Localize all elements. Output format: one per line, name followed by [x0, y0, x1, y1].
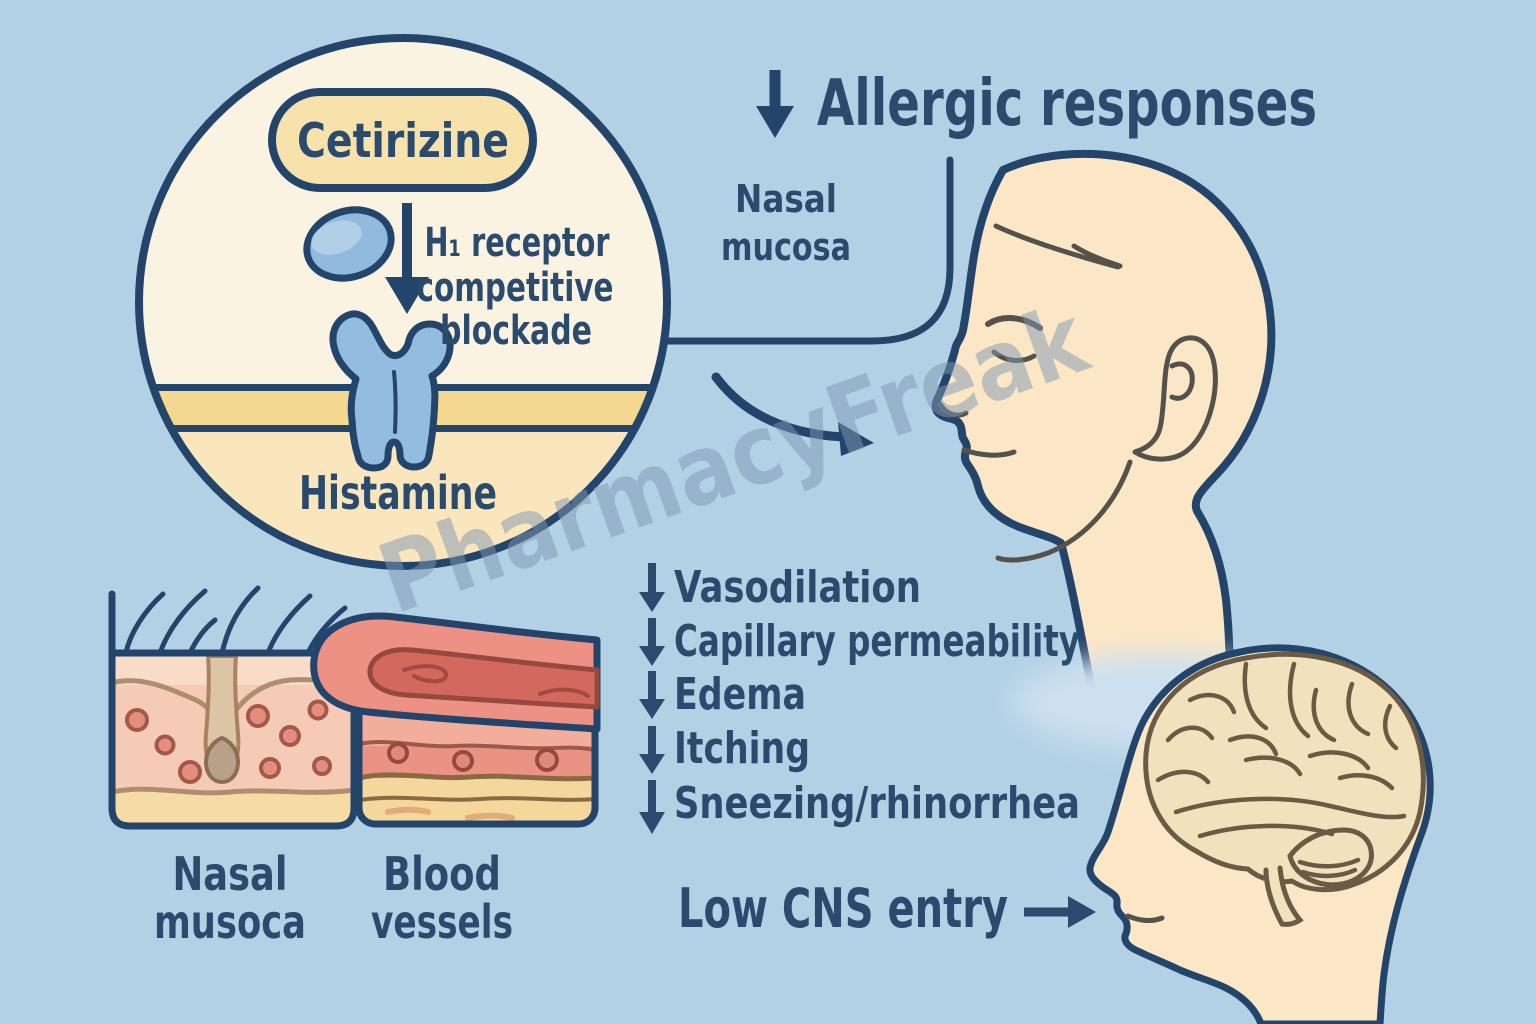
effect-label: Sneezing/rhinorrhea — [674, 778, 1080, 829]
effect-label: Capillary permeability — [674, 616, 1080, 667]
tissue-labels: Nasal musoca Blood vessels — [154, 847, 513, 949]
down-arrow-icon — [639, 646, 665, 666]
heading-label: Allergic responses — [817, 67, 1317, 141]
effects-list: Vasodilation Capillary permeability Edem… — [639, 562, 1080, 834]
right-arrow-icon — [1024, 896, 1096, 928]
brain-gyri-lines — [1155, 661, 1407, 879]
head-outline — [931, 149, 1276, 694]
blood-vessel-tube — [310, 612, 601, 733]
effect-label: Itching — [674, 723, 810, 774]
connector-line — [664, 156, 954, 345]
left-tissue-label-line2: musoca — [154, 895, 306, 949]
binding-down-arrow-icon — [385, 203, 429, 314]
effect-label: Edema — [674, 669, 806, 720]
right-tissue-label-line2: vessels — [371, 895, 513, 949]
list-item: Itching — [639, 723, 810, 774]
hair-line-icon — [993, 223, 1121, 270]
ear-inner-line — [1169, 361, 1195, 401]
left-tissue-label-line1: Nasal — [173, 847, 288, 901]
list-item: Capillary permeability — [639, 616, 1080, 667]
ear-icon — [1132, 335, 1218, 462]
small-mouth-line — [1125, 913, 1165, 923]
hair-line-2-icon — [1071, 243, 1123, 269]
down-arrow-icon — [756, 70, 794, 138]
receptor-crease — [392, 370, 398, 434]
drug-name-label: Cetirizine — [297, 114, 509, 169]
effect-label: Vasodilation — [674, 562, 921, 613]
face-profile-illustration — [931, 149, 1276, 694]
callout-line-1: Nasal — [735, 177, 837, 221]
curved-arrow-icon — [711, 372, 874, 456]
follicle-bulb — [203, 735, 241, 785]
action-line-2: competitive — [417, 265, 614, 311]
callout-line-2: mucosa — [721, 225, 851, 269]
cell-dots — [387, 742, 559, 772]
mechanism-circle-illustration: Cetirizine H₁ receptor competitive block… — [135, 34, 671, 570]
list-item: Vasodilation — [639, 562, 921, 613]
nostril-line-icon — [937, 401, 969, 418]
jaw-line-icon — [995, 459, 1133, 563]
down-arrow-icon — [639, 754, 665, 774]
cns-label: Low CNS entry — [678, 877, 1008, 940]
brainstem — [1263, 865, 1304, 927]
blood-vessel-tissue-illustration — [310, 612, 601, 828]
brain-head-illustration — [1086, 644, 1434, 1024]
h1-receptor-shape — [329, 310, 454, 472]
hairs — [123, 585, 348, 656]
heading: Allergic responses — [756, 67, 1317, 141]
right-tissue-label-line1: Blood — [383, 847, 501, 901]
drug-pill-badge — [268, 88, 537, 192]
circle-outline — [135, 34, 671, 570]
list-item: Edema — [639, 669, 806, 720]
deep-layer — [112, 790, 354, 826]
action-line-1: H₁ receptor — [425, 220, 610, 266]
list-item: Sneezing/rhinorrhea — [639, 778, 1080, 834]
nasal-mucosa-callout: Nasal mucosa — [721, 177, 851, 269]
nasal-mucosa-tissue-illustration — [108, 585, 358, 830]
block-outline — [108, 649, 358, 830]
down-arrow-icon — [639, 812, 665, 834]
drug-molecule-icon — [303, 206, 395, 282]
down-arrow-icon — [639, 592, 665, 612]
eyebrow-icon — [985, 315, 1043, 331]
cell-dots — [125, 699, 332, 784]
cns-note: Low CNS entry — [678, 877, 1096, 940]
closed-eye-icon — [991, 349, 1037, 363]
down-arrow-icon — [639, 699, 665, 719]
histamine-label: Histamine — [299, 466, 497, 520]
action-line-3: blockade — [440, 308, 592, 354]
mouth-line-icon — [961, 447, 1017, 458]
